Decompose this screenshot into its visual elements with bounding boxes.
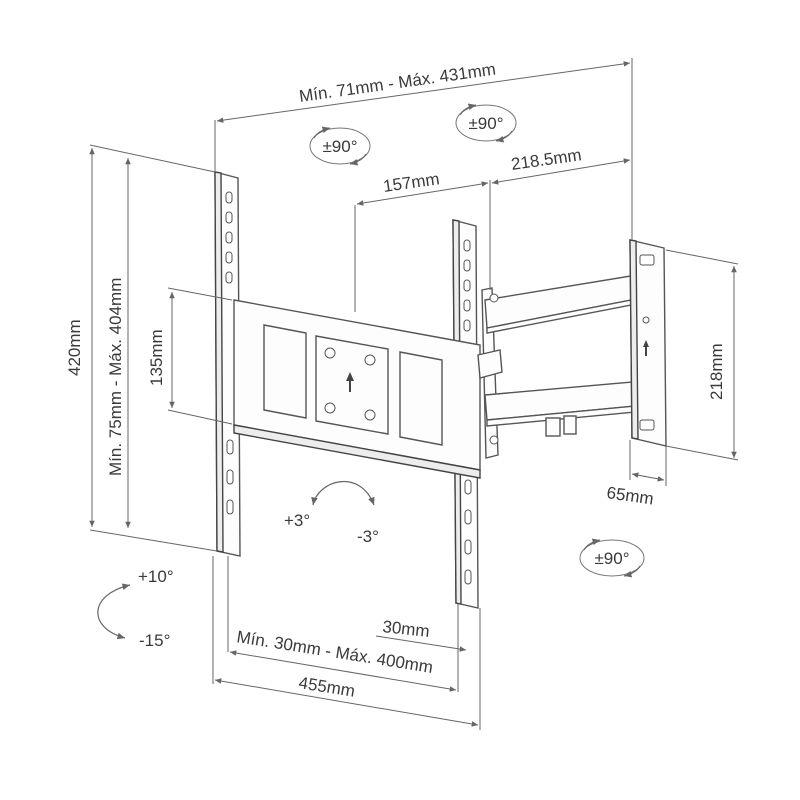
level-adjust-arc bbox=[311, 480, 375, 506]
wall-up-arrow-icon bbox=[643, 340, 649, 356]
overall-height-label: 420mm bbox=[65, 319, 84, 376]
right-rail-slots bbox=[463, 239, 472, 585]
center-plate bbox=[233, 299, 481, 479]
wall-plate-depth-label: 65mm bbox=[605, 483, 654, 508]
swivel-mid-label: ±90° bbox=[468, 114, 503, 133]
dimension-lines bbox=[89, 58, 739, 730]
tilt-arc bbox=[97, 583, 131, 640]
level-minus-label: -3° bbox=[357, 527, 379, 546]
swivel-left-label: ±90° bbox=[322, 137, 357, 156]
rotation-indicators bbox=[97, 103, 645, 640]
rotation-labels: ±90° ±90° ±90° +3° -3° +10° -15° bbox=[138, 114, 630, 650]
swivel-wall-label: ±90° bbox=[594, 549, 629, 568]
plate-height-label: 135mm bbox=[147, 329, 166, 386]
rail-bottom-offset-label: 30mm bbox=[382, 617, 431, 641]
left-vertical-rail bbox=[214, 171, 241, 557]
swivel-wall-badge bbox=[579, 538, 645, 578]
tv-mount-illustration bbox=[214, 171, 667, 609]
up-arrow-icon bbox=[346, 372, 354, 392]
wall-plate bbox=[629, 239, 667, 447]
vesa-vertical-label: Mín. 75mm - Máx. 404mm bbox=[106, 278, 125, 476]
tilt-up-label: +10° bbox=[138, 567, 174, 586]
level-plus-label: +3° bbox=[284, 511, 310, 530]
wall-plate-height-label: 218mm bbox=[707, 343, 726, 400]
total-width-label: 455mm bbox=[297, 673, 356, 701]
tilt-down-label: -15° bbox=[139, 631, 170, 650]
swivel-mid-badge bbox=[455, 103, 517, 143]
swivel-left-badge bbox=[309, 126, 371, 166]
left-rail-slots bbox=[225, 191, 234, 515]
overall-width-label: Mín. 71mm - Máx. 431mm bbox=[298, 60, 497, 106]
